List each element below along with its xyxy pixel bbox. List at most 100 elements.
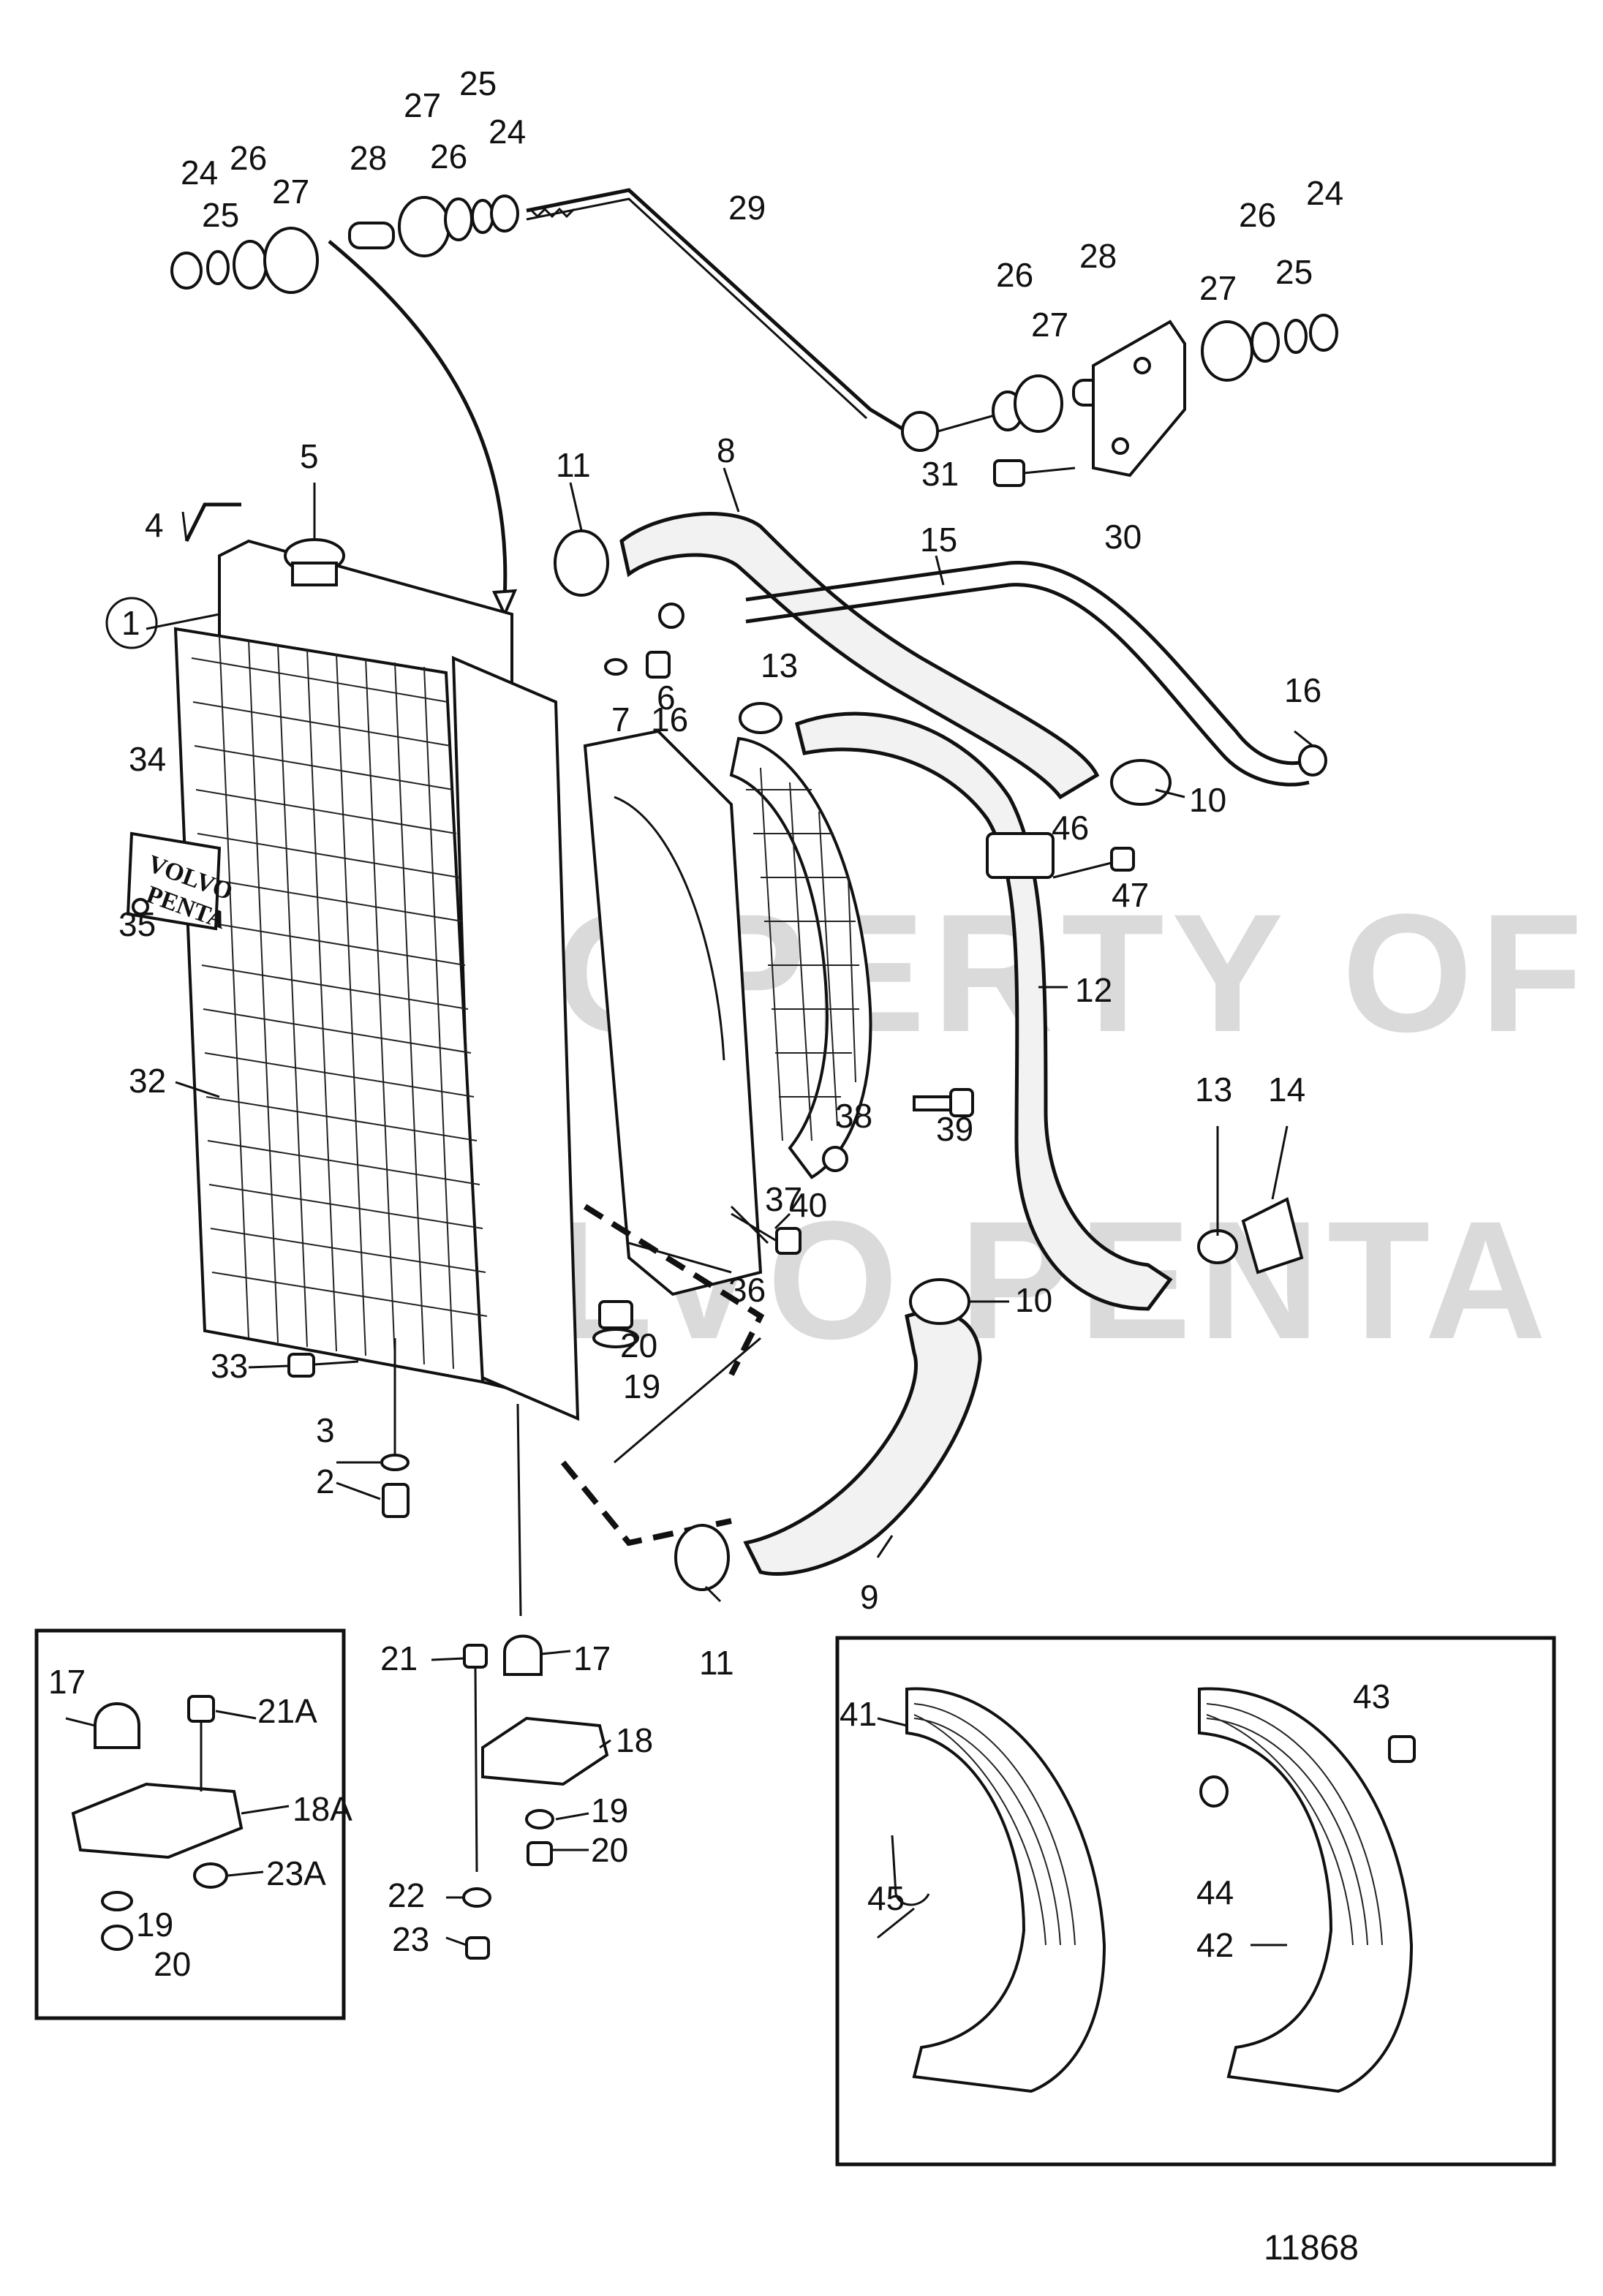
callout-20: 20	[591, 1831, 628, 1869]
callout-23: 23	[392, 1920, 429, 1958]
callout-40: 40	[790, 1186, 827, 1224]
callout-29: 29	[728, 189, 766, 227]
callout-18A: 18A	[293, 1790, 352, 1828]
washer-19-alt	[101, 1891, 133, 1911]
bolt-43	[1388, 1735, 1416, 1763]
callout-17: 17	[573, 1639, 611, 1677]
bolt-39-head	[949, 1088, 974, 1117]
fan-shroud-36	[560, 729, 765, 1547]
callout-14: 14	[1268, 1070, 1305, 1109]
fan-guard-41	[891, 1687, 1106, 2093]
bolt-21A	[187, 1695, 215, 1723]
callout-21A: 21A	[257, 1692, 317, 1730]
rubber-mount-17-alt	[94, 1702, 140, 1749]
callout-20: 20	[154, 1945, 191, 1983]
radiator-mount-center	[462, 1300, 639, 1960]
fan-guard-bushing-40	[822, 1146, 848, 1172]
radiator-assembly: VOLVO PENTA	[126, 502, 671, 1617]
callout-32: 32	[129, 1062, 166, 1100]
callout-19: 19	[623, 1367, 660, 1405]
nut-20-center	[527, 1841, 553, 1866]
callout-18: 18	[616, 1721, 653, 1759]
callout-46: 46	[1052, 809, 1089, 847]
washer-19-center	[525, 1809, 554, 1829]
fan-guard-body	[729, 736, 872, 1179]
callout-19: 19	[591, 1791, 628, 1829]
callout-28: 28	[350, 139, 387, 177]
screw-35	[132, 898, 149, 915]
callout-25: 25	[459, 64, 497, 102]
callout-4: 4	[145, 506, 164, 544]
fan-guard-41-body	[905, 1687, 1106, 2093]
nut-24-far-right	[1309, 314, 1338, 352]
nut-24-center	[490, 195, 519, 233]
callout-30: 30	[1104, 518, 1142, 556]
callout-17: 17	[48, 1663, 86, 1701]
callout-38: 38	[835, 1097, 872, 1135]
bolt-37	[775, 1227, 801, 1255]
callout-31: 31	[921, 455, 959, 493]
rubber-mount-17	[503, 1634, 543, 1676]
callout-10: 10	[1189, 781, 1226, 819]
hose-15-line-b	[745, 583, 1310, 787]
nipple-20	[598, 1300, 633, 1329]
hose-clamp-13-top	[739, 702, 782, 734]
callout-27: 27	[272, 173, 309, 211]
stabilizer-rod-assembly	[170, 188, 1338, 487]
callout-45: 45	[867, 1879, 905, 1917]
bolt-33	[287, 1353, 315, 1378]
nut-23A	[193, 1862, 228, 1889]
inset-box-fan-guards	[835, 1636, 1556, 2167]
washer-26-far-right	[1251, 322, 1280, 363]
callout-33: 33	[211, 1347, 248, 1385]
nut-20-alt	[101, 1925, 133, 1951]
volvo-penta-badge-34	[126, 831, 222, 931]
washer-19-radiator	[592, 1328, 639, 1348]
callout-27: 27	[1199, 269, 1237, 307]
fan-guard-38	[729, 736, 974, 1255]
clip-45	[891, 1835, 930, 1906]
hose-clamp-16-left	[658, 603, 684, 629]
callout-47: 47	[1112, 876, 1149, 914]
washer-25-left	[206, 250, 230, 285]
figure-number: 11868	[1264, 2229, 1359, 2267]
washer-7	[604, 658, 627, 676]
callout-24: 24	[181, 154, 218, 192]
callout-44: 44	[1196, 1873, 1234, 1911]
mount-bracket-18	[481, 1716, 609, 1786]
callout-36: 36	[728, 1271, 766, 1309]
callout-24: 24	[489, 113, 526, 151]
alt-mount-parts	[71, 1695, 244, 1951]
callout-1: 1	[121, 604, 140, 642]
hoses	[619, 512, 1310, 1576]
hose-12	[795, 711, 1173, 1311]
callout-41: 41	[840, 1695, 877, 1733]
leader-lines	[65, 467, 1313, 1946]
hose-clamp-16-right	[1298, 744, 1327, 777]
bushing-27-center	[398, 196, 450, 257]
hose-15-line-a	[745, 561, 1310, 766]
callout-16: 16	[1284, 671, 1321, 709]
overflow-pipe-4	[184, 502, 241, 543]
callout-27: 27	[404, 86, 441, 124]
callout-43: 43	[1353, 1677, 1390, 1715]
screw-6	[646, 651, 671, 679]
callout-13: 13	[1195, 1070, 1232, 1109]
washer-25-center	[471, 199, 494, 234]
callout-15: 15	[920, 521, 957, 559]
bushing-27-right	[1014, 374, 1063, 433]
callout-39: 39	[936, 1110, 973, 1148]
nut-24-left	[170, 252, 203, 290]
radiator-grille-32	[173, 627, 485, 1384]
callout-37: 37	[765, 1180, 802, 1218]
callout-8: 8	[717, 431, 736, 469]
callout-2: 2	[316, 1462, 335, 1500]
bushing-44	[1199, 1775, 1229, 1808]
fan-shroud-body	[583, 729, 763, 1296]
washer-26-left	[233, 240, 268, 290]
callout-12: 12	[1075, 971, 1112, 1009]
callout-21: 21	[380, 1639, 418, 1677]
hose-clamp-11-bottom	[674, 1524, 730, 1591]
fan-guard-42	[1198, 1687, 1416, 2093]
